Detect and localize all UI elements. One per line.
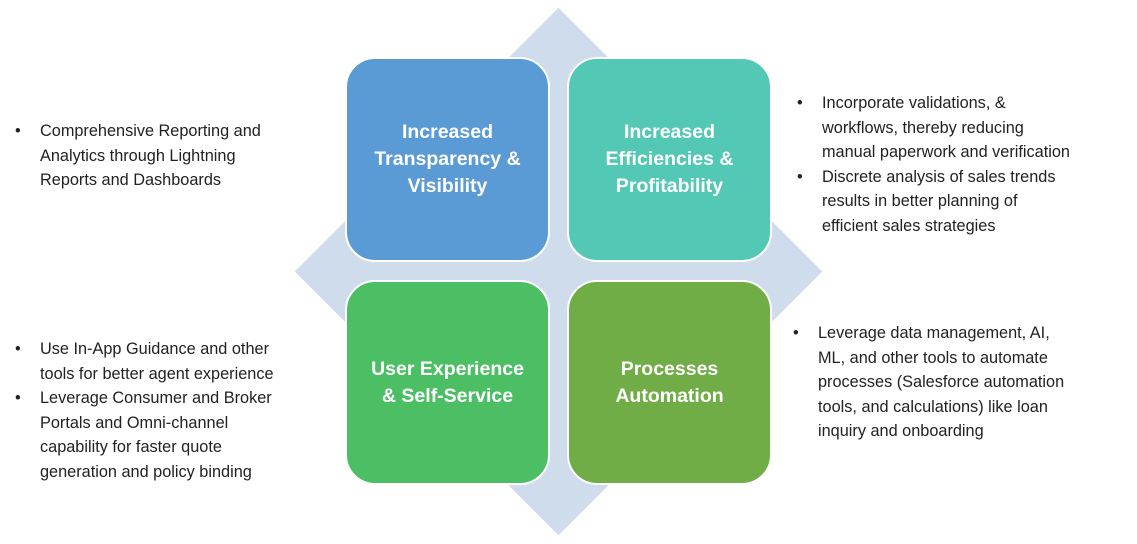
bullet-text-line: Discrete analysis of sales trends — [822, 167, 1056, 186]
box-title-line: Increased — [623, 121, 716, 143]
bullet-text-line: Leverage Consumer and Broker — [40, 389, 272, 407]
bullet-text-line: inquiry and onboarding — [818, 422, 984, 440]
bullet-text-line: workflows, thereby reducing — [822, 118, 1024, 137]
bullet-text-line: Reports and Dashboards — [40, 171, 222, 189]
notes-top-right: Incorporate validations, & workflows, the… — [797, 91, 1070, 238]
box-title-line: Profitability — [615, 175, 724, 197]
notes-bottom-right: Leverage data management, AI, ML, and oth… — [793, 321, 1064, 444]
box-title-line: Automation — [615, 384, 724, 407]
bullet-text-line: Portals and Omni-channel — [40, 413, 229, 432]
bullet-text-line: tools for better agent experience — [40, 364, 274, 383]
bullet-text-line: Use In-App Guidance and other — [40, 340, 269, 358]
box-title-line: Transparency & — [374, 148, 521, 170]
bullet-text-line: generation and policy binding — [40, 462, 252, 481]
bullet-text-line: processes (Salesforce automation — [818, 373, 1065, 391]
box-title-line: Efficiencies & — [605, 148, 734, 170]
box-user-experience: User Experience & Self-Service — [345, 280, 550, 485]
bullet-text-line: manual paperwork and verification — [822, 143, 1070, 161]
box-title-line: User Experience — [371, 357, 524, 380]
bullet-item: Use In-App Guidance and other tools for b… — [15, 337, 274, 386]
bullet-item: Discrete analysis of sales trends results… — [797, 165, 1070, 239]
bullet-text-line: Leverage data management, AI, — [818, 324, 1050, 342]
box-processes-automation: Processes Automation — [567, 280, 772, 485]
bullet-item: Incorporate validations, & workflows, the… — [797, 91, 1070, 165]
notes-bottom-left: Use In-App Guidance and other tools for b… — [15, 337, 274, 484]
bullet-text-line: efficient sales strategies — [822, 216, 996, 235]
bullet-text-line: capability for faster quote — [40, 438, 222, 456]
bullet-text-line: Analytics through Lightning — [40, 146, 236, 165]
box-title-line: Visibility — [407, 175, 488, 197]
bullet-item: Leverage data management, AI, ML, and oth… — [793, 321, 1064, 444]
bullet-text-line: results in better planning of — [822, 192, 1018, 210]
box-transparency-visibility: Increased Transparency & Visibility — [345, 57, 550, 262]
bullet-text-line: Comprehensive Reporting and — [40, 122, 261, 140]
box-title-line: & Self-Service — [381, 384, 514, 407]
bullet-text-line: tools, and calculations) like loan — [818, 397, 1048, 416]
box-title-line: Processes — [620, 357, 719, 380]
bullet-text-line: Incorporate validations, & — [822, 94, 1006, 112]
box-title-line: Increased — [401, 121, 494, 143]
box-efficiencies-profitability: Increased Efficiencies & Profitability — [567, 57, 772, 262]
bullet-text-line: ML, and other tools to automate — [818, 348, 1048, 367]
